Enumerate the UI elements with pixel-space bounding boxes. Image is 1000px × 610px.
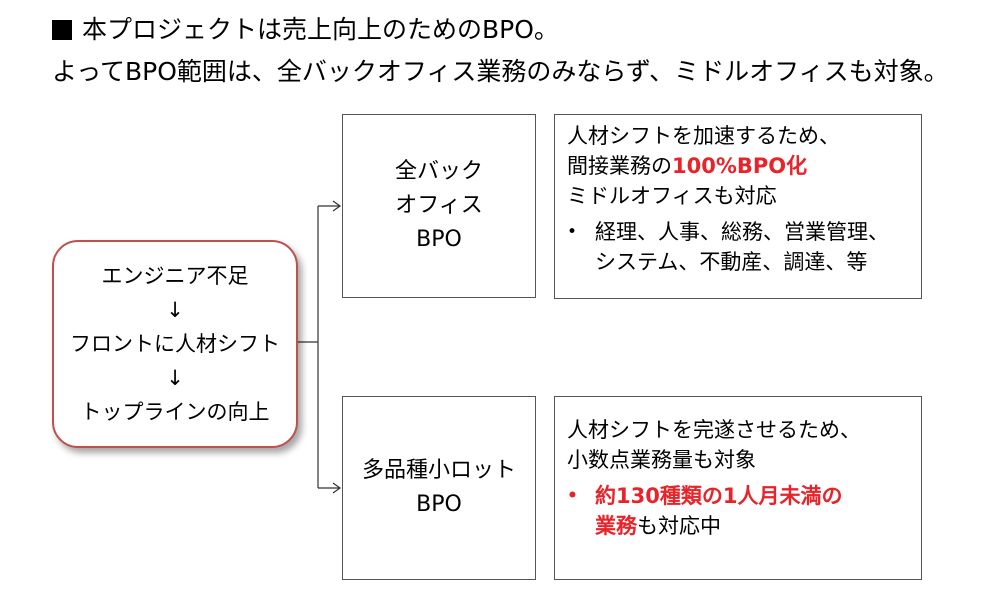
heading-line-2: よってBPO範囲は、全バックオフィス業務のみならず、ミドルオフィスも対象。: [52, 57, 949, 86]
cause-line-2: フロントに人材シフト: [70, 332, 280, 356]
heading-line-1: 本プロジェクトは売上向上のためのBPO。: [52, 14, 559, 46]
cause-line-3: トップラインの向上: [80, 400, 270, 424]
back-office-detail-line-1: 人材シフトを加速するため、: [567, 124, 840, 148]
task-highlight: 業務: [595, 514, 637, 538]
task-count-bullet-line-1: 約130種類の1人月未満の: [595, 484, 843, 508]
top-arrowhead-icon: [332, 200, 342, 212]
down-arrow-icon: ↓: [166, 298, 184, 322]
back-office-bpo-box: 全バック オフィス BPO: [342, 114, 536, 298]
scope-bullet-line-2: システム、不動産、調達、等: [595, 250, 868, 274]
bullet-dot-icon: •: [567, 486, 578, 506]
back-office-detail-line-2: 間接業務の100%BPO化: [567, 151, 913, 181]
bottom-arrowhead-icon: [332, 482, 342, 494]
bpo-100-highlight: 100%BPO化: [672, 154, 808, 178]
heading-line-1-text: 本プロジェクトは売上向上のためのBPO。: [82, 15, 559, 44]
task-count-bullet: • 約130種類の1人月未満の 業務も対応中: [567, 481, 913, 541]
back-office-line-1: 全バック: [394, 159, 483, 184]
scope-bullet-text: 経理、人事、総務、営業管理、 システム、不動産、調達、等: [595, 217, 889, 277]
small-lot-bpo-box: 多品種小ロット BPO: [342, 396, 536, 580]
back-office-line-3: BPO: [416, 227, 462, 252]
detail-line-2-prefix: 間接業務の: [567, 154, 672, 178]
cause-line-1: エンジニア不足: [101, 264, 249, 288]
small-lot-line-2: BPO: [416, 492, 462, 517]
small-lot-line-1: 多品種小ロット: [361, 458, 516, 483]
scope-bullet-line-1: 経理、人事、総務、営業管理、: [595, 220, 889, 244]
back-office-line-2: オフィス: [395, 193, 483, 218]
down-arrow-icon: ↓: [166, 366, 184, 390]
small-lot-detail-box: 人材シフトを完遂させるため、 小数点業務量も対象 • 約130種類の1人月未満の…: [554, 396, 922, 580]
small-lot-detail-line-1: 人材シフトを完遂させるため、: [567, 418, 861, 442]
cause-box: エンジニア不足 ↓ フロントに人材シフト ↓ トップラインの向上: [52, 240, 298, 448]
task-count-bullet-text: 約130種類の1人月未満の 業務も対応中: [595, 481, 842, 541]
black-square-bullet-icon: [52, 20, 72, 40]
task-count-rest: も対応中: [637, 514, 721, 538]
task-count-bullet-line-2: 業務も対応中: [595, 511, 842, 541]
scope-bullet: • 経理、人事、総務、営業管理、 システム、不動産、調達、等: [567, 217, 913, 277]
bullet-dot-icon: •: [567, 222, 578, 242]
back-office-detail-line-3: ミドルオフィスも対応: [567, 184, 777, 208]
back-office-detail-box: 人材シフトを加速するため、 間接業務の100%BPO化 ミドルオフィスも対応 •…: [554, 114, 922, 299]
small-lot-detail-line-2: 小数点業務量も対象: [567, 448, 756, 472]
